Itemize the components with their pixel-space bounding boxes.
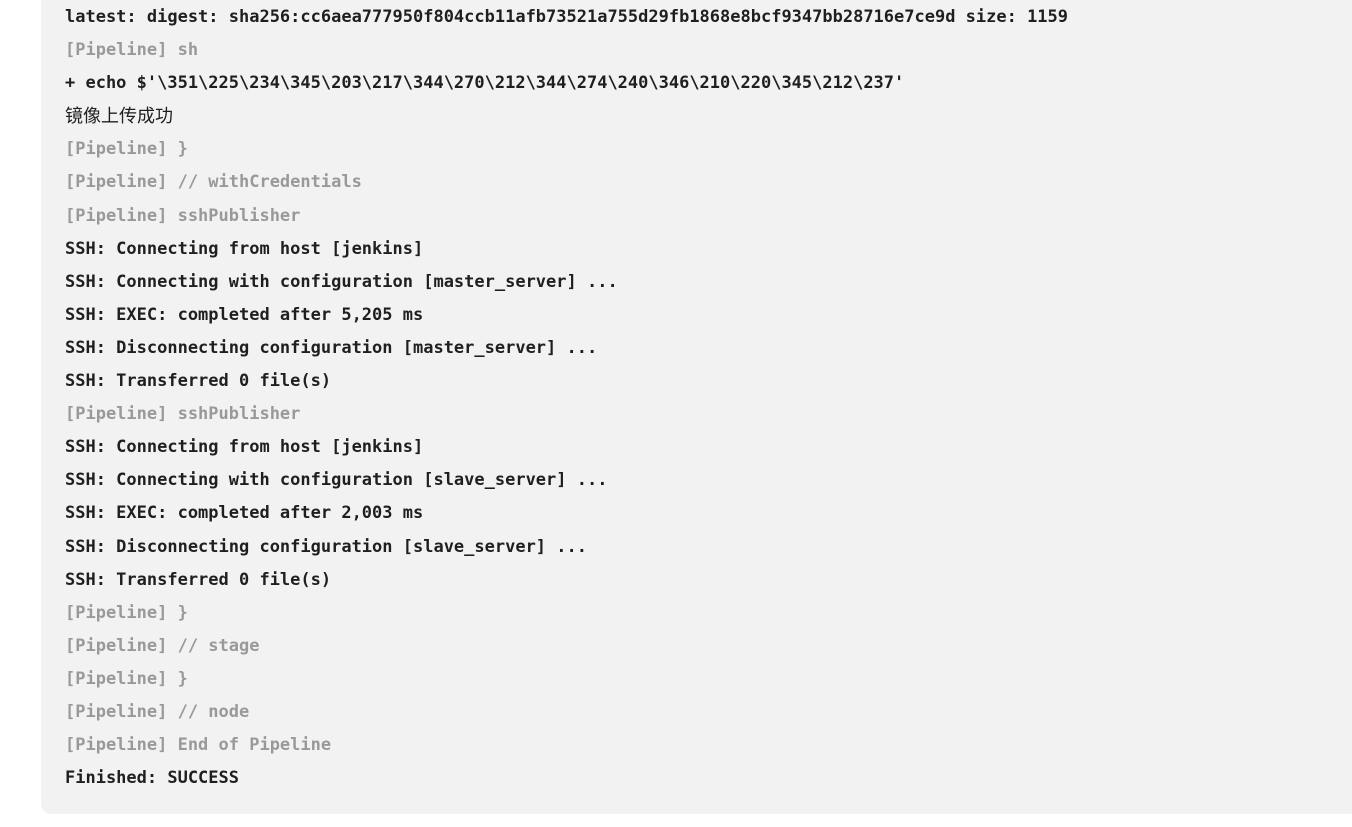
- pipeline-step-line: [Pipeline] }: [65, 668, 188, 689]
- pipeline-step-line: [Pipeline] sshPublisher: [65, 205, 301, 226]
- console-line: SSH: EXEC: completed after 2,003 ms: [65, 503, 424, 524]
- pipeline-step-line: [Pipeline] sh: [65, 40, 199, 61]
- console-line: SSH: EXEC: completed after 5,205 ms: [65, 304, 424, 325]
- pipeline-step-line: [Pipeline] // node: [65, 701, 250, 722]
- build-result-line: Finished: SUCCESS: [65, 768, 239, 789]
- console-line: SSH: Connecting from host [jenkins]: [65, 238, 424, 259]
- console-line: latest: digest: sha256:cc6aea777950f804c…: [65, 7, 1069, 27]
- console-line: + echo $'\351\225\234\345\203\217\344\27…: [65, 73, 905, 94]
- pipeline-step-line: [Pipeline] }: [65, 139, 188, 160]
- console-line: SSH: Disconnecting configuration [slave_…: [65, 536, 587, 557]
- console-line: SSH: Connecting from host [jenkins]: [65, 437, 424, 458]
- console-output[interactable]: latest: digest: sha256:cc6aea777950f804c…: [65, 1, 1068, 795]
- console-output-panel: [41, 0, 1352, 814]
- console-line: SSH: Transferred 0 file(s): [65, 569, 332, 590]
- console-line: SSH: Connecting with configuration [slav…: [65, 470, 608, 491]
- pipeline-step-line: [Pipeline] sshPublisher: [65, 404, 301, 425]
- console-line: 镜像上传成功: [65, 106, 173, 128]
- console-line: SSH: Connecting with configuration [mast…: [65, 271, 618, 292]
- pipeline-step-line: [Pipeline] }: [65, 602, 188, 623]
- console-line: SSH: Transferred 0 file(s): [65, 371, 332, 392]
- console-line: SSH: Disconnecting configuration [master…: [65, 337, 598, 358]
- pipeline-step-line: [Pipeline] // stage: [65, 635, 260, 656]
- pipeline-step-line: [Pipeline] // withCredentials: [65, 172, 362, 193]
- pipeline-step-line: [Pipeline] End of Pipeline: [65, 735, 332, 756]
